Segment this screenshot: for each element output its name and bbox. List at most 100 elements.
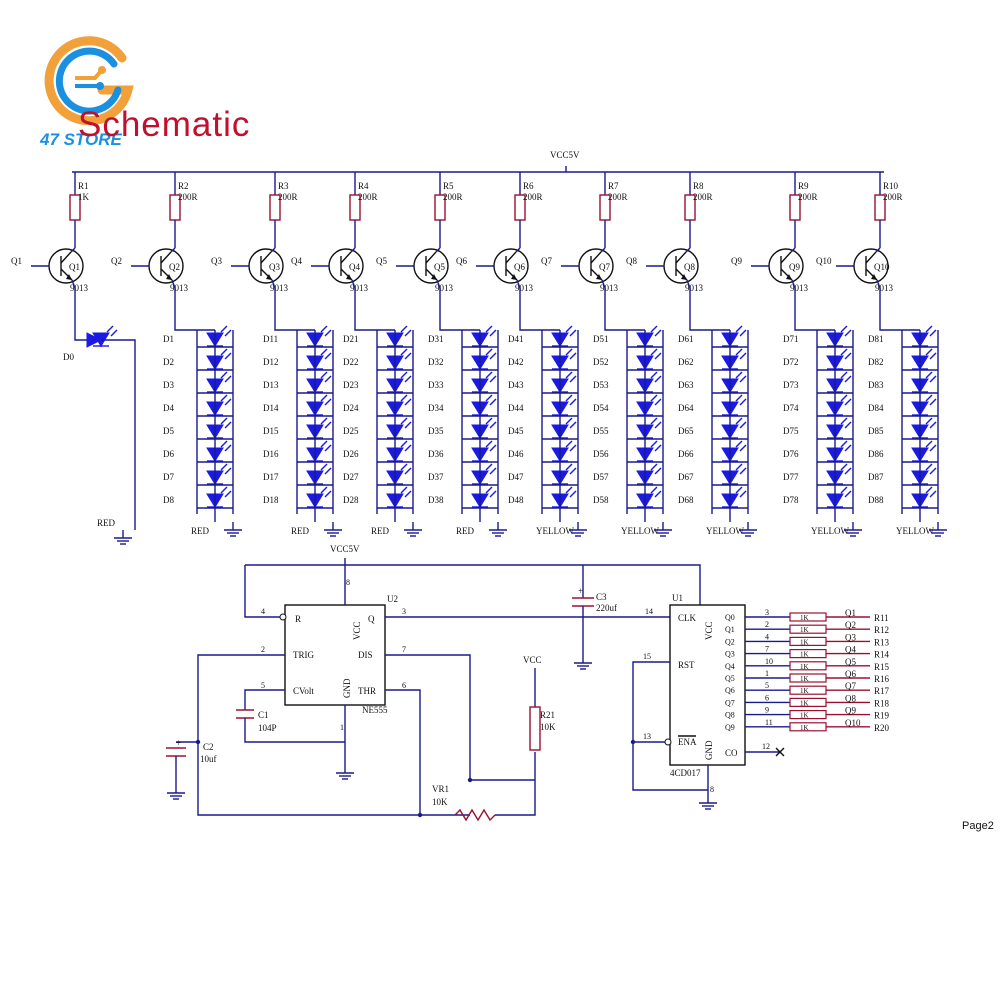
resistor-value: 1K xyxy=(800,675,809,683)
pin-number: 4 xyxy=(261,607,265,616)
led-arrow-icon xyxy=(400,463,408,471)
wire xyxy=(689,288,730,331)
wire xyxy=(385,654,471,780)
led-arrow-icon xyxy=(844,467,852,475)
wire xyxy=(174,288,215,331)
led-arrow-icon xyxy=(650,394,658,402)
pin-label: Q1 xyxy=(725,625,735,634)
led-ref: D54 xyxy=(593,403,609,413)
supply-label: VCC5V xyxy=(330,544,360,554)
led-color-label: YELLOW xyxy=(706,526,744,536)
pin-number: 6 xyxy=(765,693,769,702)
led-arrow-icon xyxy=(735,371,743,379)
led-ref: D8 xyxy=(163,495,174,505)
pin-number: 1 xyxy=(765,669,769,678)
resistor-value: 200R xyxy=(278,192,298,202)
page-number: Page2 xyxy=(962,820,994,832)
wire xyxy=(791,279,796,289)
led-arrow-icon xyxy=(844,375,852,383)
cap-value: 104P xyxy=(258,723,277,733)
pin-bubble xyxy=(664,738,672,746)
led-arrow-icon xyxy=(739,352,747,360)
led-ref: D65 xyxy=(678,426,694,436)
transistor-type: 9013 xyxy=(875,283,894,293)
led-arrow-icon xyxy=(569,352,577,360)
led-arrow-icon xyxy=(485,440,493,448)
wire xyxy=(351,279,356,289)
led-arrow-icon xyxy=(840,348,848,356)
led-arrow-icon xyxy=(485,486,493,494)
transistor-ref: Q9 xyxy=(789,262,800,272)
wire xyxy=(244,565,280,618)
led-arrow-icon xyxy=(739,329,747,337)
led-arrow-icon xyxy=(840,440,848,448)
led-ref: D85 xyxy=(868,426,884,436)
resistor-ref: R9 xyxy=(798,181,809,191)
wire xyxy=(340,251,352,264)
led-arrow-icon xyxy=(925,394,933,402)
resistor-ref: R12 xyxy=(874,625,889,635)
led-arrow-icon xyxy=(489,490,497,498)
resistor-value: 1K xyxy=(800,626,809,634)
resistor-value: 1K xyxy=(800,724,809,732)
led-arrow-icon xyxy=(324,444,332,452)
pin-label: ENA xyxy=(678,737,697,747)
wire xyxy=(436,279,441,289)
base-input-label: Q2 xyxy=(111,256,122,266)
pin-label: CLK xyxy=(678,613,697,623)
wire xyxy=(244,689,285,710)
ne555-chip xyxy=(284,604,386,706)
led-ref: D55 xyxy=(593,426,609,436)
led-arrow-icon xyxy=(565,417,573,425)
transistor-type: 9013 xyxy=(790,283,809,293)
pin-number: 8 xyxy=(710,785,714,794)
store-name: 47 STORE xyxy=(40,130,122,149)
led-arrow-icon xyxy=(735,394,743,402)
pin-number: 7 xyxy=(765,645,769,654)
wire xyxy=(350,247,356,253)
led-arrow-icon xyxy=(404,375,412,383)
pin-number: 13 xyxy=(643,732,651,741)
resistor-ref: R4 xyxy=(358,181,369,191)
led-arrow-icon xyxy=(220,463,228,471)
resistor-ref: R2 xyxy=(178,181,189,191)
pin-number: 15 xyxy=(643,652,651,661)
led-arrow-icon xyxy=(569,398,577,406)
led-color-label: RED xyxy=(371,526,390,536)
transistor-ref: Q10 xyxy=(874,262,890,272)
pin-number: 3 xyxy=(765,608,769,617)
emitter-arrow-icon xyxy=(871,274,877,280)
led-ref: D66 xyxy=(678,449,694,459)
led-arrow-icon xyxy=(844,444,852,452)
led-ref: D86 xyxy=(868,449,884,459)
wire xyxy=(632,661,708,791)
led-ref: D5 xyxy=(163,426,174,436)
led-arrow-icon xyxy=(485,325,493,333)
led-ref: D72 xyxy=(783,357,799,367)
led-ref: D38 xyxy=(428,495,444,505)
base-input-label: Q6 xyxy=(456,256,467,266)
led-arrow-icon xyxy=(929,467,937,475)
net-label: Q6 xyxy=(845,669,856,679)
base-input-label: Q9 xyxy=(731,256,742,266)
pin-label: R xyxy=(295,614,301,624)
emitter-arrow-icon xyxy=(596,274,602,280)
transistor-type: 9013 xyxy=(170,283,189,293)
led-ref: D22 xyxy=(343,357,359,367)
net-label: Q1 xyxy=(845,608,856,618)
led-arrow-icon xyxy=(569,467,577,475)
wire xyxy=(425,251,437,264)
led-ref: D76 xyxy=(783,449,799,459)
led-arrow-icon xyxy=(925,463,933,471)
transistor-type: 9013 xyxy=(515,283,534,293)
led-arrow-icon xyxy=(735,440,743,448)
transistor-ref: Q5 xyxy=(434,262,445,272)
wire xyxy=(790,247,796,253)
led-arrow-icon xyxy=(844,352,852,360)
led-arrow-icon xyxy=(220,371,228,379)
led-arrow-icon xyxy=(569,490,577,498)
resistor-value: 1K xyxy=(800,663,809,671)
led-arrow-icon xyxy=(220,325,228,333)
led-arrow-icon xyxy=(489,375,497,383)
pin-label: Q9 xyxy=(725,723,735,732)
